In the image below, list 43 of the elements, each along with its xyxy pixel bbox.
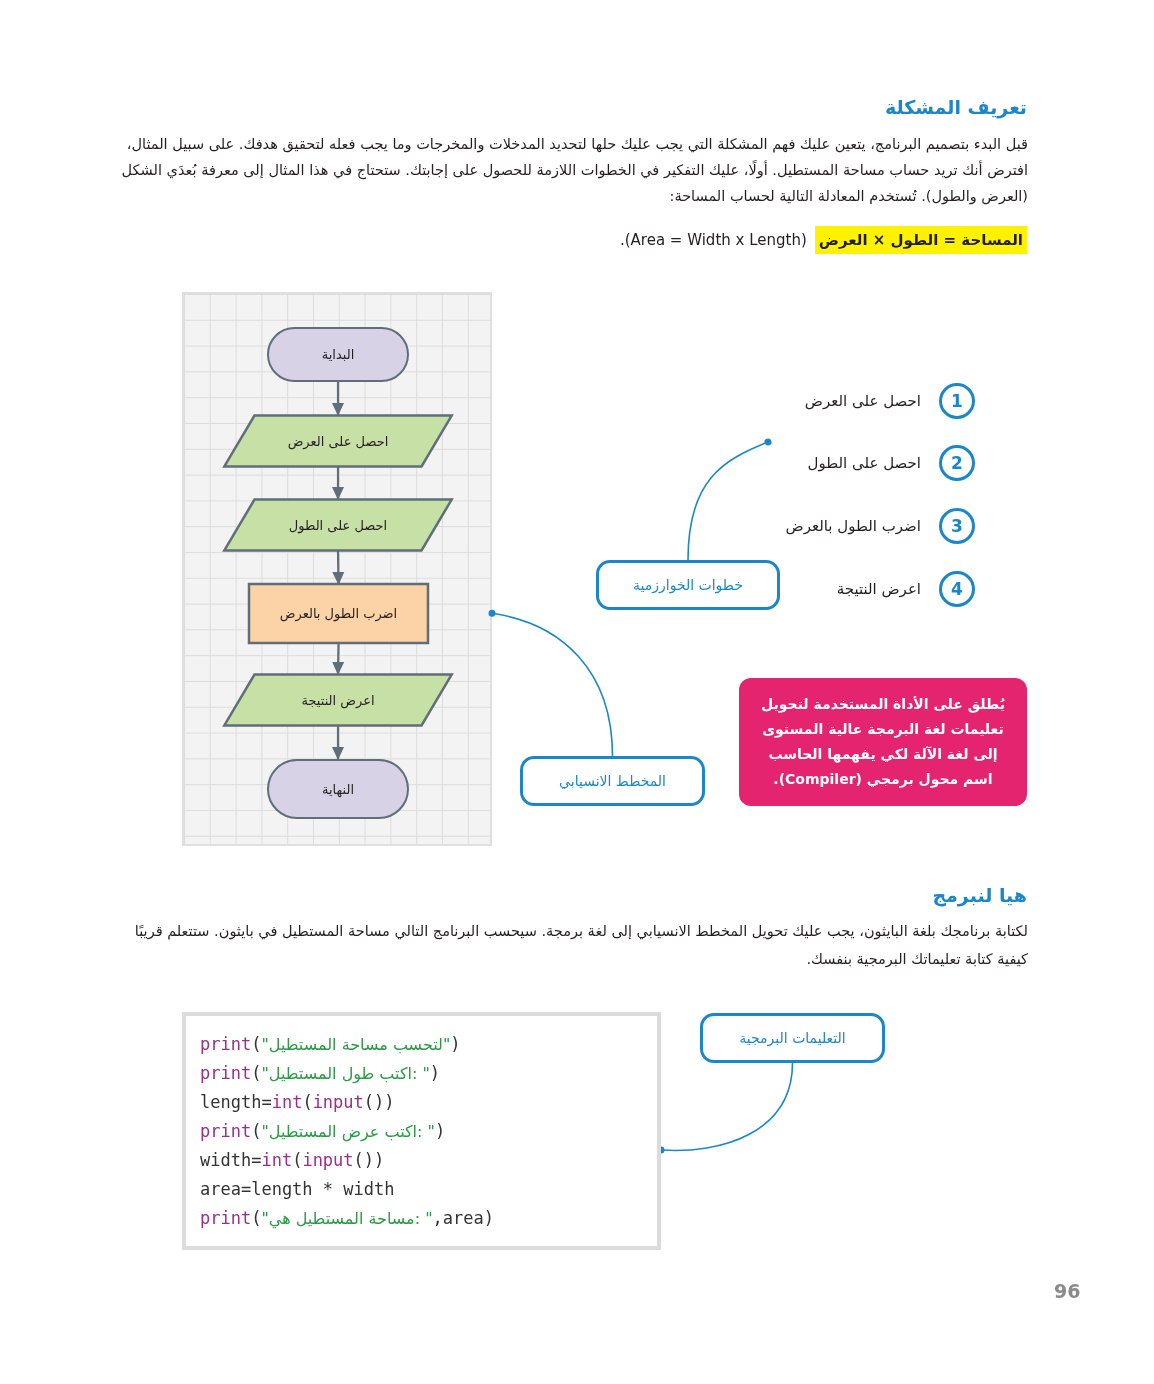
step-text: احصل على الطول [807,454,921,472]
section-heading: هيا لنبرمج [932,884,1027,906]
flow-arrow [332,467,344,500]
formula-text: (Area = Width x Length). [619,230,807,251]
flow-arrow [332,726,344,760]
leader-line [687,438,772,561]
input-output-parallelogram [222,499,454,551]
flowchart-label: النهاية [321,781,354,797]
step-number: 4 [939,571,975,607]
highlighted-formula: المساحة = الطول × العرض [814,226,1027,254]
callout-label: التعليمات البرمجية [700,1013,885,1063]
grid-panel [182,292,492,846]
note-box: يُطلق على الأداة المستخدمة لتحويل تعليمات لغة البرمجة عالية المستوى إلى لغة الآلة لكي يفهمها الحاسب اسم محول برمجي (Compiler). [739,678,1027,806]
code-box [182,1012,661,1250]
code-line: area=length * width [200,1178,396,1201]
flow-arrow [332,643,345,675]
process-box [249,584,428,643]
body-paragraph: قبل البدء بتصميم البرنامج، يتعين عليك فهم المشكلة التي يجب عليك حلها لتحديد المدخلات والمخرجات وما يجب فعله لتحقيق هدفك. على سبيل المثال، افترض أنك تريد حساب مساحة المستطيل. أولًا، عليك التفكير في الخطوات اللازمة للحصول على إجابتك. ستحتاج في هذا المثال إلى معرفة بُعدَي الشكل (العرض والطول). تُستخدم المعادلة التالية لحساب المساحة: [120,135,1028,207]
flow-arrow [332,382,344,416]
step-text: اضرب الطول بالعرض [785,517,921,535]
leader-line [488,609,614,757]
terminator-shape [267,759,409,819]
callout-label: خطوات الخوارزمية [596,560,780,610]
flow-arrow [332,551,345,585]
step-number: 3 [939,508,975,544]
page-number: 96 [1054,1280,1081,1302]
flowchart-label: اضرب الطول بالعرض [279,606,398,621]
body-paragraph: لكتابة برنامجك بلغة البايثون، يجب عليك تحويل المخطط الانسيابي إلى لغة برمجة. سيحسب البرنامج التالي مساحة المستطيل في بايثون. ستتعلم قريبًا كيفية كتابة تعليماتك البرمجية بنفسك. [133,922,1028,970]
flowchart-label: احصل على الطول [288,517,388,533]
flowchart-label: احصل على العرض [287,433,389,449]
step-text: اعرض النتيجة [836,580,921,598]
code-line: width=int(input()) [200,1149,386,1172]
step-number: 2 [939,445,975,481]
input-output-parallelogram [222,674,454,726]
code-line: length=int(input()) [200,1091,396,1114]
flowchart-label: البداية [321,347,355,362]
step-text: احصل على العرض [804,392,921,410]
step-number: 1 [939,383,975,419]
flowchart-label: اعرض النتيجة [301,692,375,708]
callout-label: المخطط الانسيابي [520,756,705,806]
section-heading: تعريف المشكلة [884,96,1027,118]
input-output-parallelogram [222,415,454,467]
terminator-shape [267,327,409,382]
